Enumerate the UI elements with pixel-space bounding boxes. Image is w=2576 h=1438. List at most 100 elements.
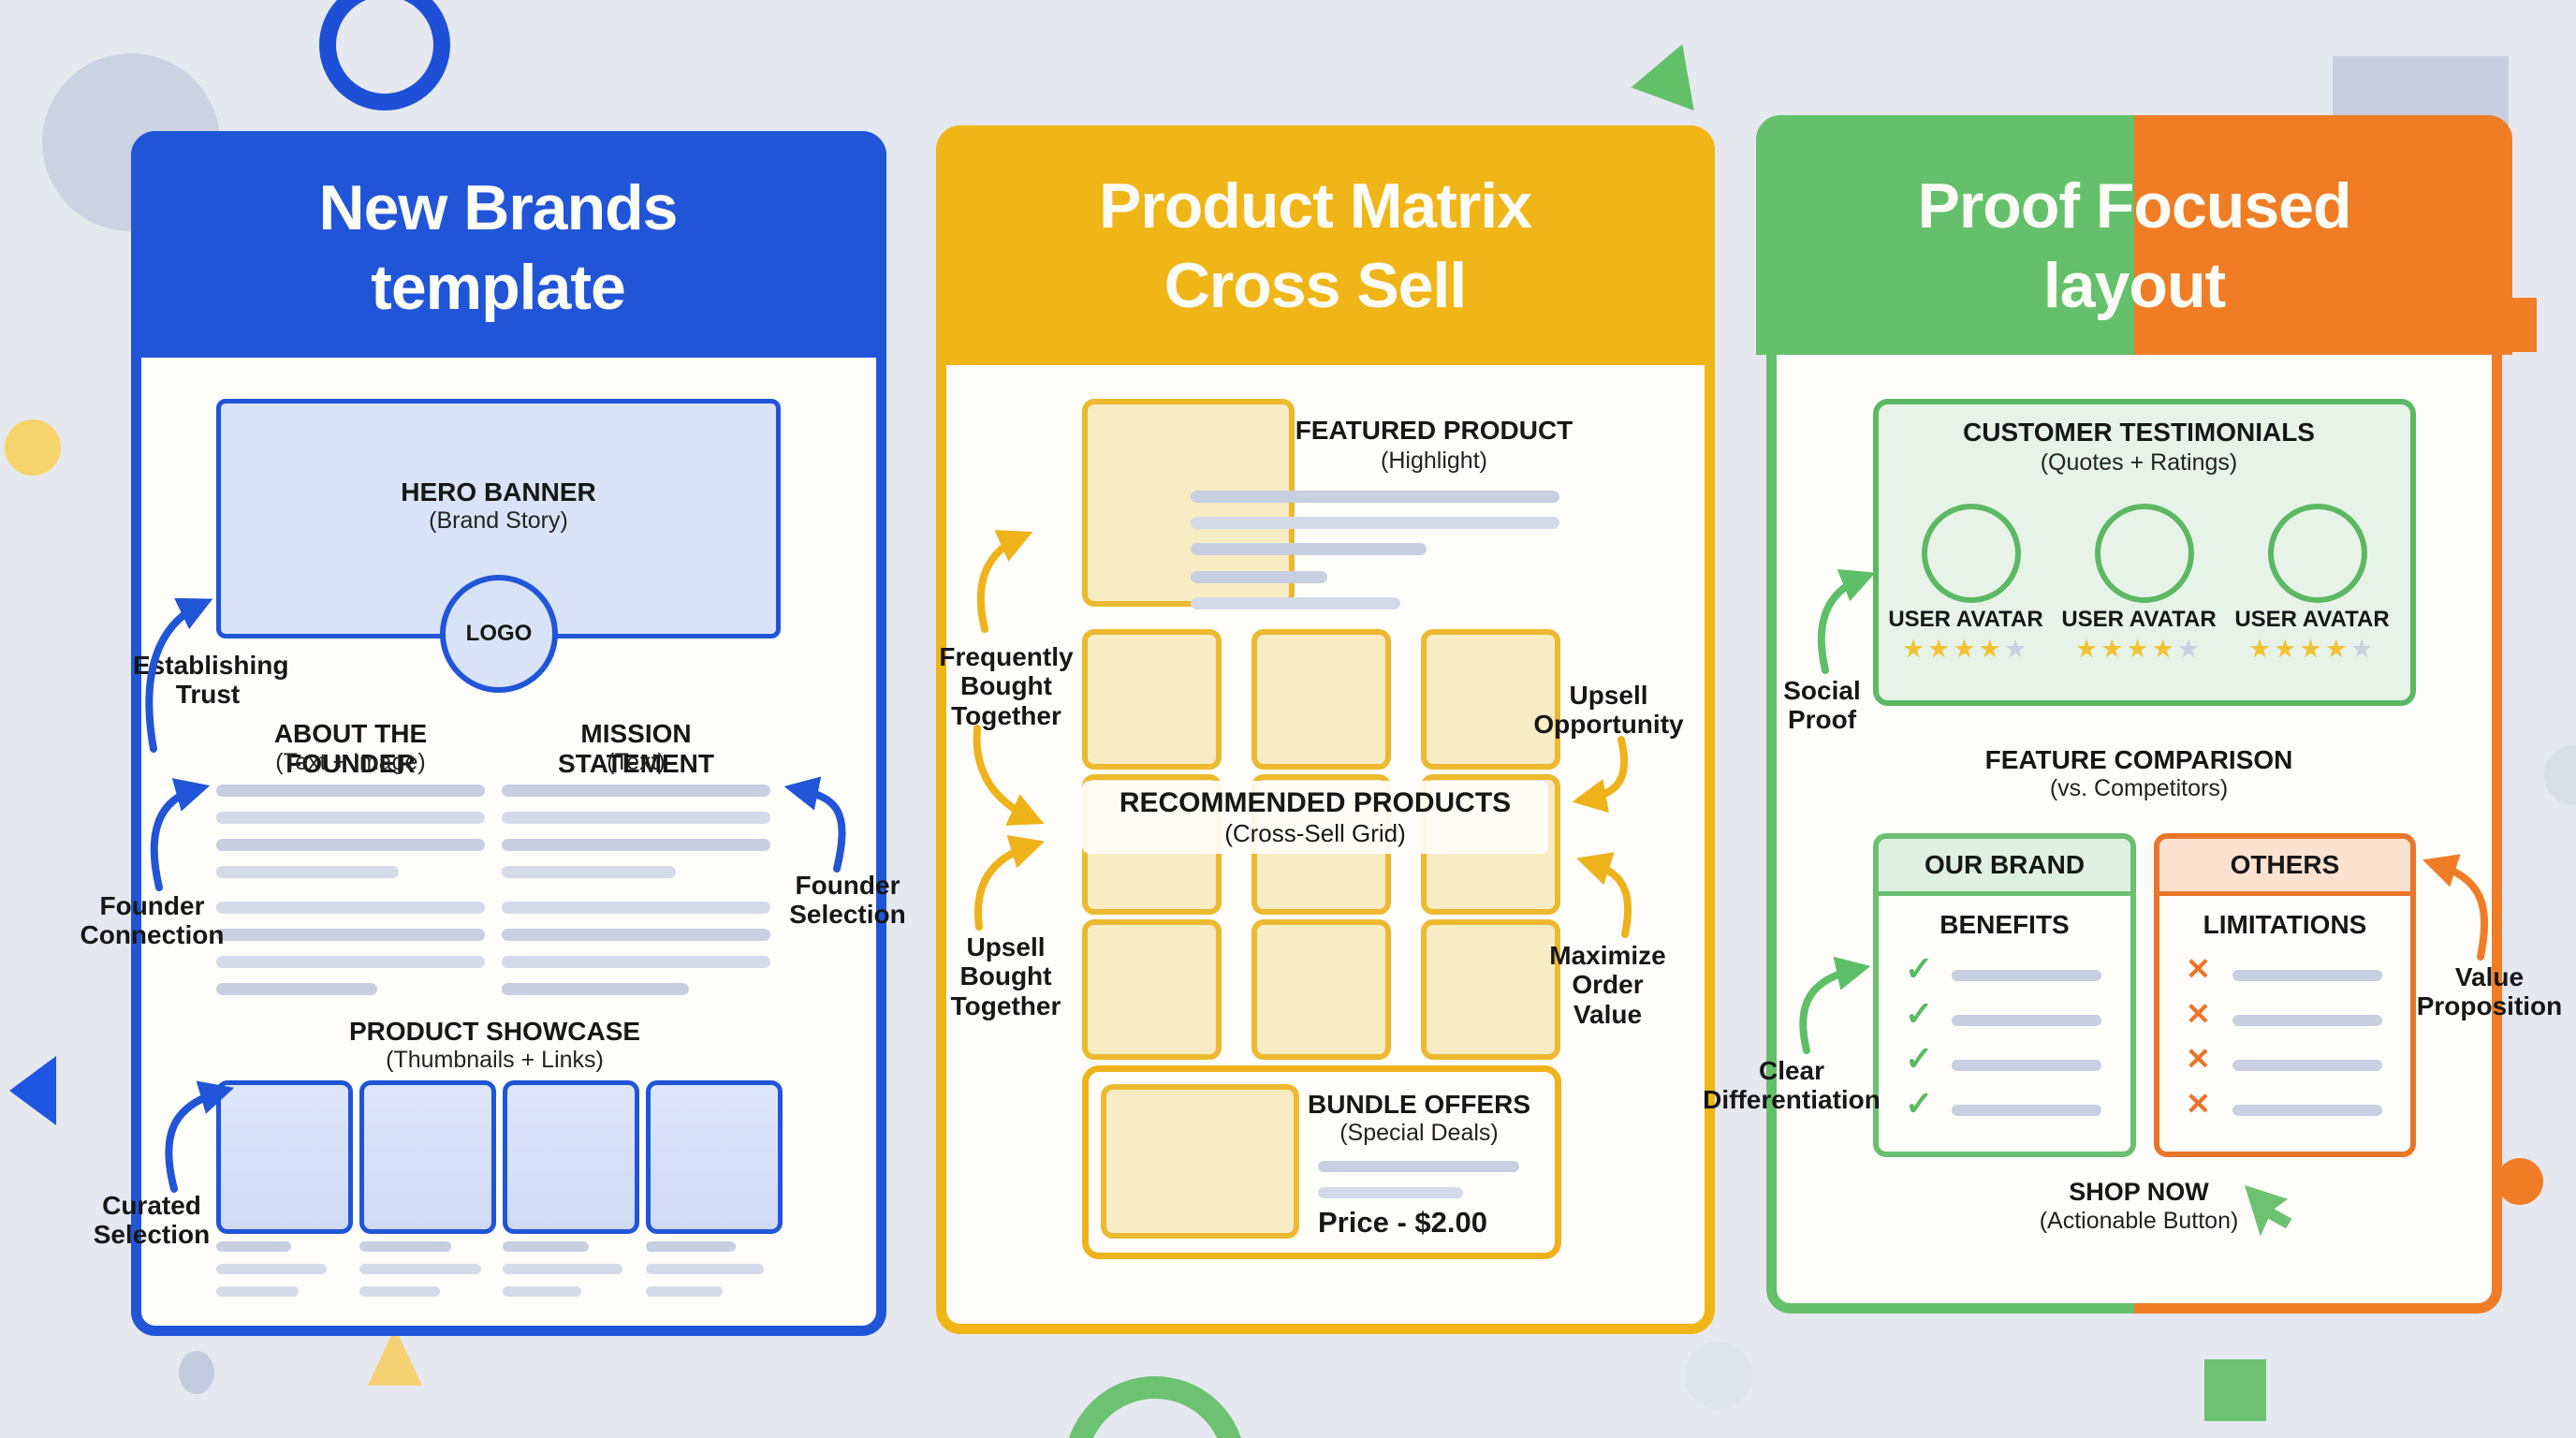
annotation-value-proposition: Value Proposition	[2416, 962, 2563, 1021]
text-line	[503, 1264, 622, 1274]
benefits-label: BENEFITS	[1939, 910, 2070, 939]
text-line	[1191, 517, 1559, 529]
decor-gray-ellipse	[179, 1351, 214, 1394]
about-founder-title: ABOUT THE FOUNDER	[273, 719, 428, 779]
text-line	[646, 1286, 723, 1297]
testimonials-subtitle: (Quotes + Ratings)	[2040, 449, 2238, 476]
grid-product-box	[1421, 919, 1560, 1060]
product-thumbnail	[646, 1080, 783, 1234]
product-showcase-title: PRODUCT SHOWCASE	[348, 1017, 641, 1046]
decor-yellow-triangle	[368, 1328, 422, 1386]
bundle-price: Price - $2.00	[1318, 1206, 1487, 1239]
recommended-products-title: RECOMMENDED PRODUCTS	[1119, 786, 1512, 818]
text-line	[216, 902, 485, 914]
about-founder-subtitle: (Text + Image)	[275, 749, 426, 775]
text-line	[216, 839, 485, 851]
check-icon	[1905, 1039, 1933, 1078]
text-line	[1952, 1105, 2101, 1116]
decor-edge-circle	[2544, 745, 2576, 805]
text-line	[216, 1286, 299, 1297]
feature-comparison-subtitle: (vs. Competitors)	[2049, 775, 2229, 801]
bundle-offers-title: BUNDLE OFFERS	[1308, 1090, 1530, 1119]
text-line	[216, 785, 485, 797]
decor-blue-triangle	[9, 1056, 56, 1125]
star-icon	[2177, 635, 2203, 663]
text-line	[359, 1264, 481, 1274]
text-line	[1191, 597, 1400, 609]
decor-blue-ring	[319, 0, 450, 110]
user-avatar	[2268, 504, 2367, 603]
text-line	[216, 812, 485, 824]
testimonials-title: CUSTOMER TESTIMONIALS	[1963, 418, 2315, 447]
product-thumbnail	[503, 1080, 639, 1234]
text-line	[216, 866, 399, 878]
user-avatar	[1922, 504, 2021, 603]
annotation-maximize-order: Maximize Order Value	[1549, 941, 1666, 1029]
product-showcase-subtitle: (Thumbnails + Links)	[386, 1047, 604, 1073]
text-line	[503, 1286, 581, 1297]
panel-proof-header-green	[1756, 115, 2134, 355]
logo-badge: LOGO	[440, 575, 558, 693]
annotation-upsell-opportunity: Upsell Opportunity	[1533, 681, 1684, 740]
star-icon	[1953, 635, 1978, 663]
star-icon	[2274, 635, 2299, 663]
panel-new-brands-title: New Brands template	[318, 172, 679, 323]
star-icon	[2350, 635, 2376, 663]
panel-product-matrix-header	[936, 125, 1715, 365]
shop-now-sublabel: (Actionable Button)	[2039, 1208, 2239, 1234]
panel-new-brands-header	[131, 131, 886, 358]
featured-product-subtitle: (Highlight)	[1381, 448, 1487, 474]
limitations-label: LIMITATIONS	[2203, 910, 2367, 939]
decor-green-ring	[1064, 1376, 1246, 1438]
bundle-offers-subtitle: (Special Deals)	[1339, 1120, 1499, 1146]
text-line	[1191, 491, 1559, 503]
star-icon	[2152, 635, 2177, 663]
decor-green-triangle	[1625, 44, 1694, 121]
text-line	[1952, 1015, 2101, 1026]
annotation-frequently-bought: Frequently Bought Together	[939, 642, 1074, 730]
star-icon	[2004, 635, 2029, 663]
text-line	[1952, 970, 2101, 981]
decor-orange-circle	[2496, 1158, 2543, 1205]
text-line	[1191, 571, 1327, 583]
annotation-clear-differentiation: Clear Differentiation	[1703, 1056, 1881, 1115]
text-line	[502, 866, 676, 878]
featured-product-title: FEATURED PRODUCT	[1295, 416, 1573, 445]
grid-product-box	[1251, 919, 1391, 1060]
rating-stars	[1881, 635, 2050, 664]
text-line	[503, 1241, 589, 1252]
text-line	[502, 929, 770, 941]
decor-pale-circle	[1685, 1342, 1752, 1409]
product-thumbnail	[359, 1080, 496, 1234]
star-icon	[2100, 635, 2126, 663]
rating-stars	[2228, 635, 2396, 664]
star-icon	[2075, 635, 2100, 663]
annotation-upsell-bought: Upsell Bought Together	[950, 932, 1061, 1020]
text-line	[216, 956, 485, 968]
text-line	[502, 839, 770, 851]
product-thumbnail	[216, 1080, 353, 1234]
text-line	[646, 1241, 736, 1252]
annotation-founder-connection: Founder Connection	[80, 891, 225, 950]
annotation-social-proof: Social Proof	[1783, 676, 1861, 735]
annotation-founder-selection: Founder Selection	[789, 871, 906, 930]
x-icon	[2186, 951, 2211, 987]
bundle-product-box	[1101, 1084, 1299, 1239]
text-line	[502, 902, 770, 914]
x-icon	[2186, 996, 2211, 1032]
text-line	[1191, 543, 1427, 555]
star-icon	[1902, 635, 1927, 663]
text-line	[216, 1241, 291, 1252]
text-line	[216, 1264, 327, 1274]
text-line	[502, 983, 689, 995]
star-icon	[2248, 635, 2274, 663]
text-line	[2232, 970, 2382, 981]
text-line	[359, 1241, 451, 1252]
check-icon	[1905, 1084, 1933, 1123]
shop-now-label: SHOP NOW	[2069, 1178, 2209, 1206]
text-line	[1318, 1187, 1463, 1198]
panel-product-matrix-title: Product Matrix Cross Sell	[1098, 170, 1532, 321]
mission-statement-title: MISSION STATEMENT	[558, 719, 714, 779]
star-icon	[2299, 635, 2324, 663]
text-line	[216, 929, 485, 941]
